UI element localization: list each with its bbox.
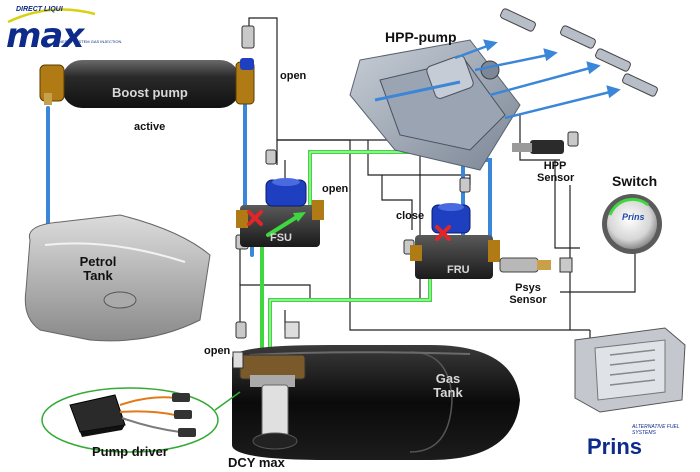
brand-tagline-top: DIRECT LIQUI <box>16 6 63 13</box>
psys-sensor-label-line2: Sensor <box>509 294 547 307</box>
petrol-tank-label: Petrol Tank <box>70 254 126 284</box>
footer-brand-tagline: ALTERNATIVE FUEL SYSTEMS <box>632 424 680 436</box>
pump-driver-callout <box>214 391 241 411</box>
psys-sensor-label-line1: Psys <box>515 282 541 294</box>
fru-state: close <box>396 210 425 222</box>
boost-pump-label: Boost pump <box>112 85 188 100</box>
fsu-state: open <box>322 183 349 195</box>
hpp-sensor-label-line2: Sensor <box>537 172 575 185</box>
dcy-max-label: DCY max <box>228 455 285 470</box>
ecu-unit <box>574 327 686 413</box>
gas-tank-label: Gas Tank <box>428 371 468 401</box>
switch-device <box>602 194 662 254</box>
boost-pump-status: active <box>134 121 166 133</box>
switch-label: Switch <box>612 173 658 189</box>
petrol-tank <box>24 214 211 342</box>
injectors <box>500 8 658 97</box>
brand-subtitle: DIESEL SYSTEM GAS INJECTION <box>58 39 122 44</box>
psys-sensor-label: Psys Sensor <box>508 282 548 306</box>
switch-brand-text: Prins <box>622 212 645 222</box>
gas-tank-label-line2: Tank <box>433 385 463 401</box>
hpp-sensor-label-line1: HPP <box>543 160 567 172</box>
fsu-label: FSU <box>270 232 292 244</box>
brand-logo: max <box>6 16 84 56</box>
fru-label: FRU <box>447 264 470 276</box>
injector-spray <box>454 39 621 120</box>
brand-swoosh <box>7 8 96 24</box>
boost-pump <box>39 58 255 108</box>
hpp-sensor-label: HPP Sensor <box>537 160 575 185</box>
hpp-pump-label: HPP-pump <box>385 29 457 45</box>
hpp-engine <box>349 39 521 171</box>
pump-driver <box>41 387 219 453</box>
petrol-tank-label-line2: Tank <box>83 268 113 284</box>
psys-sensor <box>499 257 573 273</box>
dcy-valve-state: open <box>204 345 231 357</box>
gas-tank <box>232 321 520 460</box>
valve-state-top: open <box>280 70 307 82</box>
petrol-tank-label-line1: Petrol <box>79 254 117 269</box>
gas-tank-label-line1: Gas <box>435 371 461 386</box>
footer-brand-logo: Prins <box>587 434 643 459</box>
pump-driver-label: Pump driver <box>92 444 168 459</box>
hpp-sensor <box>512 140 564 154</box>
fru-valve <box>410 203 500 279</box>
fsu-valve <box>236 178 324 247</box>
